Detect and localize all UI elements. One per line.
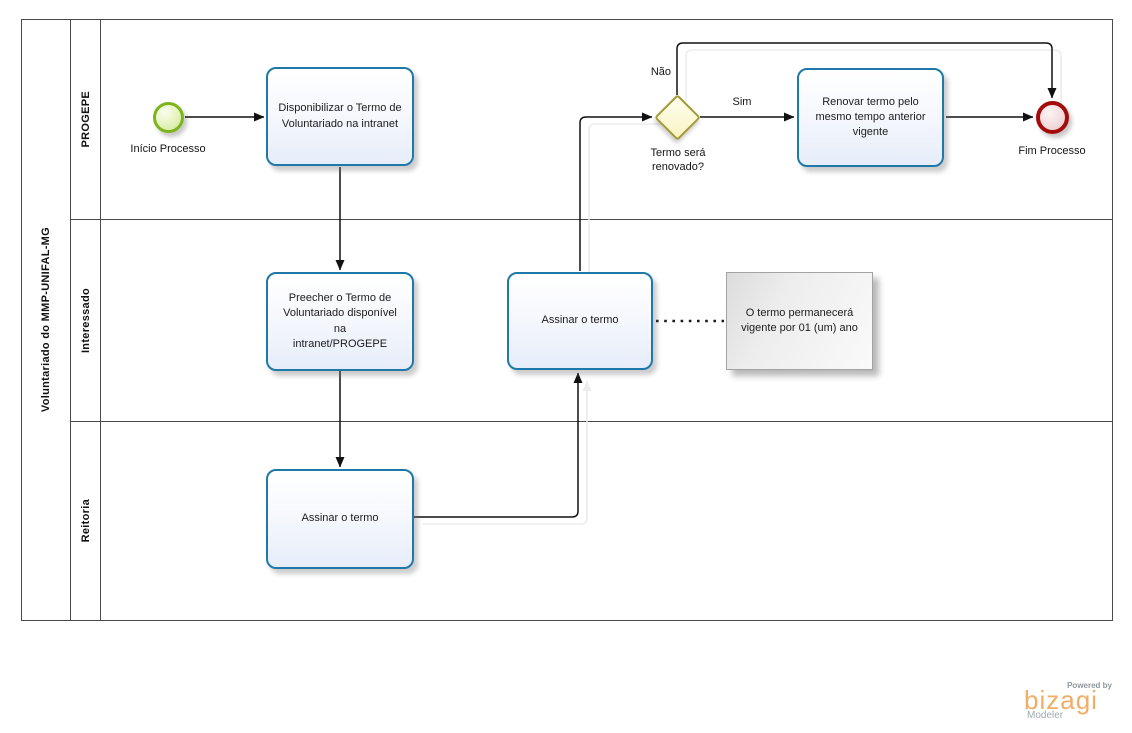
lane-reitoria-label: Reitoria [79, 499, 92, 543]
task-assinar-termo-reitoria[interactable]: Assinar o termo [266, 469, 414, 569]
pool-name: Voluntariado do MMP-UNIFAL-MG [40, 227, 52, 413]
lane-interessado-name-band[interactable]: Interessado [71, 220, 101, 421]
bizagi-logo: bizagi [1024, 685, 1098, 715]
lane-reitoria-content [101, 422, 1112, 620]
lane-interessado-label: Interessado [79, 287, 92, 354]
edge-label-sim: Sim [732, 96, 752, 108]
task-renovar-termo[interactable]: Renovar termo pelo mesmo tempo anterior … [797, 68, 944, 167]
pool-name-band[interactable]: Voluntariado do MMP-UNIFAL-MG [22, 20, 71, 620]
gateway-label: Termo será renovado? [650, 147, 706, 174]
lane-progepe-content [101, 20, 1112, 219]
lane-interessado[interactable]: Interessado [71, 220, 1112, 422]
text-annotation-vigencia[interactable]: O termo permanecerá vigente por 01 (um) … [726, 272, 873, 370]
edge-label-nao: Não [650, 66, 671, 78]
bizagi-modeler-text: Modeler [1027, 710, 1064, 721]
start-event[interactable] [153, 102, 184, 133]
lane-reitoria[interactable]: Reitoria [71, 422, 1112, 620]
lane-progepe-label: PROGEPE [79, 91, 92, 148]
lane-progepe[interactable]: PROGEPE [71, 20, 1112, 220]
lane-reitoria-name-band[interactable]: Reitoria [71, 422, 101, 620]
start-event-label: Início Processo [130, 143, 206, 155]
powered-by-text: Powered by [1067, 681, 1112, 690]
task-assinar-termo-interessado[interactable]: Assinar o termo [507, 272, 653, 370]
task-preencher-termo[interactable]: Preecher o Termo de Voluntariado disponí… [266, 272, 414, 371]
lane-progepe-name-band[interactable]: PROGEPE [71, 20, 101, 219]
end-event-label: Fim Processo [1018, 145, 1086, 157]
end-event[interactable] [1036, 101, 1069, 134]
task-disponibilizar-termo[interactable]: Disponibilizar o Termo de Voluntariado n… [266, 67, 414, 166]
